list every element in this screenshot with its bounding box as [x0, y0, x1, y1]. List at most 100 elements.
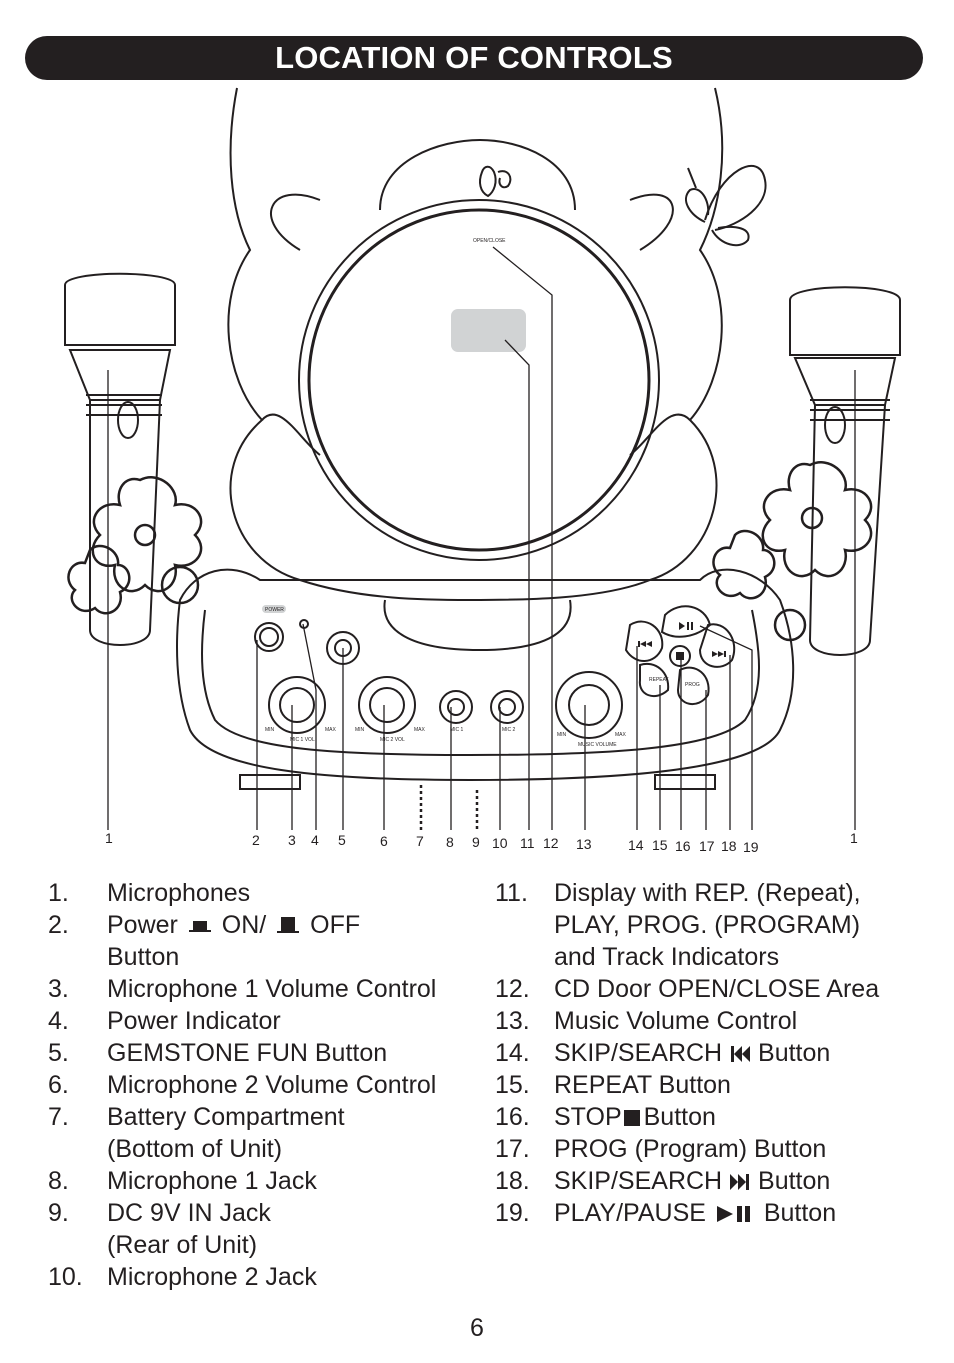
repeat-label: REPEAT: [649, 677, 669, 683]
item-continuation: PLAY, PROG. (PROGRAM): [554, 911, 861, 939]
music-volume-knob: [555, 671, 623, 739]
max-label-3: MAX: [615, 732, 627, 738]
music-volume-label: MUSIC VOLUME: [578, 742, 617, 748]
list-item: 8. Microphone 1 Jack: [48, 1165, 478, 1197]
list-item: 17. PROG (Program) Button: [495, 1133, 925, 1165]
controls-list-left: 1. Microphones 2. Power ON/ OFF Button 3…: [48, 877, 478, 1293]
item-continuation: (Bottom of Unit): [107, 1135, 283, 1163]
item-text: Display with REP. (Repeat),: [554, 879, 861, 907]
list-item: 14. SKIP/SEARCH Button: [495, 1037, 925, 1069]
item-number: 18.: [495, 1167, 530, 1195]
callout-11: 11: [520, 835, 535, 851]
callout-17: 17: [699, 838, 715, 854]
callout-12: 12: [543, 835, 559, 851]
item-text: Microphone 2 Volume Control: [107, 1071, 437, 1099]
item-continuation: (Rear of Unit): [107, 1231, 258, 1259]
callout-13: 13: [576, 836, 592, 852]
mic2-volume-knob: [358, 676, 416, 734]
item-number: 2.: [48, 911, 69, 939]
item-number: 7.: [48, 1103, 69, 1131]
item-number: 19.: [495, 1199, 530, 1227]
cd-lid-outer: [298, 199, 660, 561]
item-text: DC 9V IN Jack: [107, 1199, 271, 1227]
callout-3: 3: [288, 832, 296, 848]
repeat-button: [638, 662, 670, 698]
callout-16: 16: [675, 838, 691, 854]
item-continuation: and Track Indicators: [554, 943, 780, 971]
item-continuation: Button: [107, 943, 180, 971]
flower-outline: [227, 87, 724, 601]
list-item: 9. DC 9V IN Jack: [48, 1197, 478, 1229]
skip-back-button: [624, 620, 664, 662]
item-text: Power ON/ OFF: [107, 911, 361, 939]
leader-lines: [107, 246, 856, 830]
stop-button: [669, 645, 691, 667]
item-number: 16.: [495, 1103, 530, 1131]
callout-14: 14: [628, 837, 644, 853]
callout-1-left: 1: [105, 830, 113, 846]
callout-8: 8: [446, 834, 454, 850]
min-label-3: MIN: [557, 732, 567, 738]
power-button: [254, 622, 284, 652]
power-label: POWER: [265, 607, 284, 613]
list-item: 2. Power ON/ OFF: [48, 909, 478, 941]
left-microphone: [64, 272, 176, 646]
item-text: SKIP/SEARCH Button: [554, 1167, 831, 1195]
play-pause-icon: [716, 1206, 750, 1223]
list-item: 7. Battery Compartment: [48, 1101, 478, 1133]
callout-19: 19: [743, 839, 759, 855]
skip-back-icon: [731, 1046, 751, 1063]
left-flowers: [67, 476, 203, 615]
item-text: Microphones: [107, 879, 251, 907]
mic2-jack: [490, 690, 524, 724]
display-window: [451, 309, 526, 352]
list-item: 3. Microphone 1 Volume Control: [48, 973, 478, 1005]
item-number: 1.: [48, 879, 69, 907]
list-item: 15. REPEAT Button: [495, 1069, 925, 1101]
callout-2: 2: [252, 832, 260, 848]
list-item: 19. PLAY/PAUSE Button: [495, 1197, 925, 1229]
item-text: CD Door OPEN/CLOSE Area: [554, 975, 880, 1003]
page-number: 6: [470, 1314, 484, 1342]
item-number: 9.: [48, 1199, 69, 1227]
item-number: 4.: [48, 1007, 69, 1035]
min-label-1: MIN: [265, 727, 275, 733]
item-text: Microphone 1 Jack: [107, 1167, 317, 1195]
mic1-jack: [439, 690, 473, 724]
item-number: 14.: [495, 1039, 530, 1067]
item-text: PLAY/PAUSE Button: [554, 1199, 837, 1227]
karaoke-diagram: OPEN/CLOSE POWER MIN MAX MIC 1 VOL MIN M…: [64, 87, 901, 855]
max-label-2: MAX: [414, 727, 426, 733]
callout-4: 4: [311, 832, 319, 848]
callout-9: 9: [472, 834, 480, 850]
cd-lid-inner: [307, 208, 651, 552]
callout-15: 15: [652, 837, 668, 853]
item-text: PROG (Program) Button: [554, 1135, 827, 1163]
item-number: 11.: [495, 879, 528, 907]
item-number: 15.: [495, 1071, 530, 1099]
callout-numbers: 1 2 3 4 5 6 7 8 9 10 11 12 13 14 15 16 1…: [105, 830, 858, 855]
logo-silhouette: [479, 165, 512, 198]
prog-label: PROG: [685, 682, 700, 688]
mic1-volume-knob: [268, 676, 326, 734]
list-item: 5. GEMSTONE FUN Button: [48, 1037, 478, 1069]
prog-button: [676, 666, 710, 705]
list-item: 12. CD Door OPEN/CLOSE Area: [495, 973, 925, 1005]
callout-5: 5: [338, 832, 346, 848]
mic1-vol-label: MIC 1 VOL: [290, 737, 315, 743]
item-number: 17.: [495, 1135, 530, 1163]
butterfly-decoration: [685, 164, 767, 247]
list-item: 18. SKIP/SEARCH Button: [495, 1165, 925, 1197]
item-text: SKIP/SEARCH Button: [554, 1039, 831, 1067]
list-item: 13. Music Volume Control: [495, 1005, 925, 1037]
callout-18: 18: [721, 838, 737, 854]
callout-7: 7: [416, 833, 424, 849]
page-title: LOCATION OF CONTROLS: [275, 40, 673, 75]
mic1-label: MIC 1: [450, 727, 464, 733]
item-number: 10.: [48, 1263, 83, 1291]
callout-6: 6: [380, 833, 388, 849]
callout-10: 10: [492, 835, 508, 851]
list-item: 1. Microphones: [48, 877, 478, 909]
